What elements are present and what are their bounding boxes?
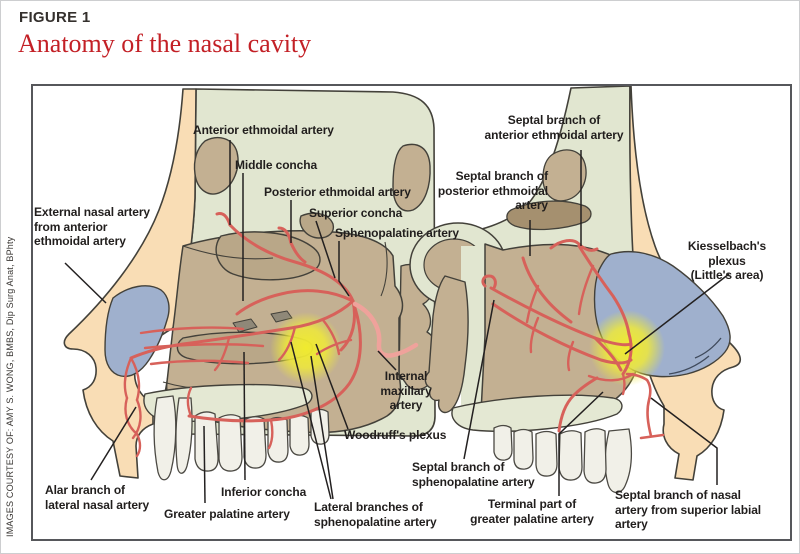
label-woodruffs-plexus: Woodruff's plexus — [344, 428, 447, 442]
page-title: Anatomy of the nasal cavity — [18, 29, 312, 58]
label-sphenopalatine-artery: Sphenopalatine artery — [335, 226, 459, 240]
teeth — [493, 424, 632, 494]
image-credit: IMAGES COURTESY OF: AMY S. WONG, BMBS, D… — [5, 236, 15, 537]
arteries — [481, 239, 665, 440]
woodruffs-plexus-highlight — [270, 312, 342, 384]
label-septal-sphenopalatine: Septal branch of sphenopalatine artery — [412, 460, 535, 489]
label-terminal-greater-palatine: Terminal part of greater palatine artery — [470, 497, 594, 526]
figure-label: FIGURE 1 — [19, 9, 91, 26]
leader-lines — [64, 140, 730, 504]
middle-concha-shape — [215, 231, 321, 281]
label-anterior-ethmoidal-artery: Anterior ethmoidal artery — [193, 123, 334, 137]
sphenoid-blob — [392, 143, 431, 212]
label-external-nasal-artery: External nasal artery from anterior ethm… — [34, 205, 150, 249]
internal-maxillary-artery-shape — [352, 301, 419, 358]
label-superior-concha: Superior concha — [309, 206, 403, 220]
frontal-sinus — [193, 137, 239, 195]
label-greater-palatine-artery: Greater palatine artery — [164, 507, 290, 521]
label-kiesselbachs-plexus: Kiesselbach's plexus (Little's area) — [687, 239, 767, 283]
label-septal-nasal-superior-labial: Septal branch of nasal artery from super… — [615, 488, 762, 532]
pterygoid-strip — [424, 275, 469, 414]
label-septal-anterior-ethmoidal: Septal branch of anterior ethmoidal arte… — [484, 113, 624, 142]
label-lateral-branches: Lateral branches of sphenopalatine arter… — [314, 500, 437, 529]
label-internal-maxillary-artery: Internal maxillary artery — [380, 369, 432, 413]
label-alar-branch: Alar branch of lateral nasal artery — [45, 483, 150, 512]
lateral-wall-illustration — [63, 88, 437, 481]
arteries — [123, 212, 419, 458]
label-middle-concha: Middle concha — [235, 158, 318, 172]
figure-box: Anterior ethmoidal artery Middle concha … — [31, 84, 792, 541]
vestibule-mucosa — [104, 285, 170, 378]
nasal-cavity-illustration — [63, 86, 742, 504]
frontal-sinus — [542, 149, 587, 202]
mucosa-detail-lines — [668, 337, 722, 375]
label-inferior-concha: Inferior concha — [221, 485, 307, 499]
label-posterior-ethmoidal-artery: Posterior ethmoidal artery — [264, 185, 411, 199]
septal-view-illustration — [409, 86, 742, 494]
kiesselbachs-plexus-highlight — [589, 310, 665, 386]
label-septal-posterior-ethmoidal: Septal branch of posterior ethmoidal art… — [437, 169, 548, 213]
